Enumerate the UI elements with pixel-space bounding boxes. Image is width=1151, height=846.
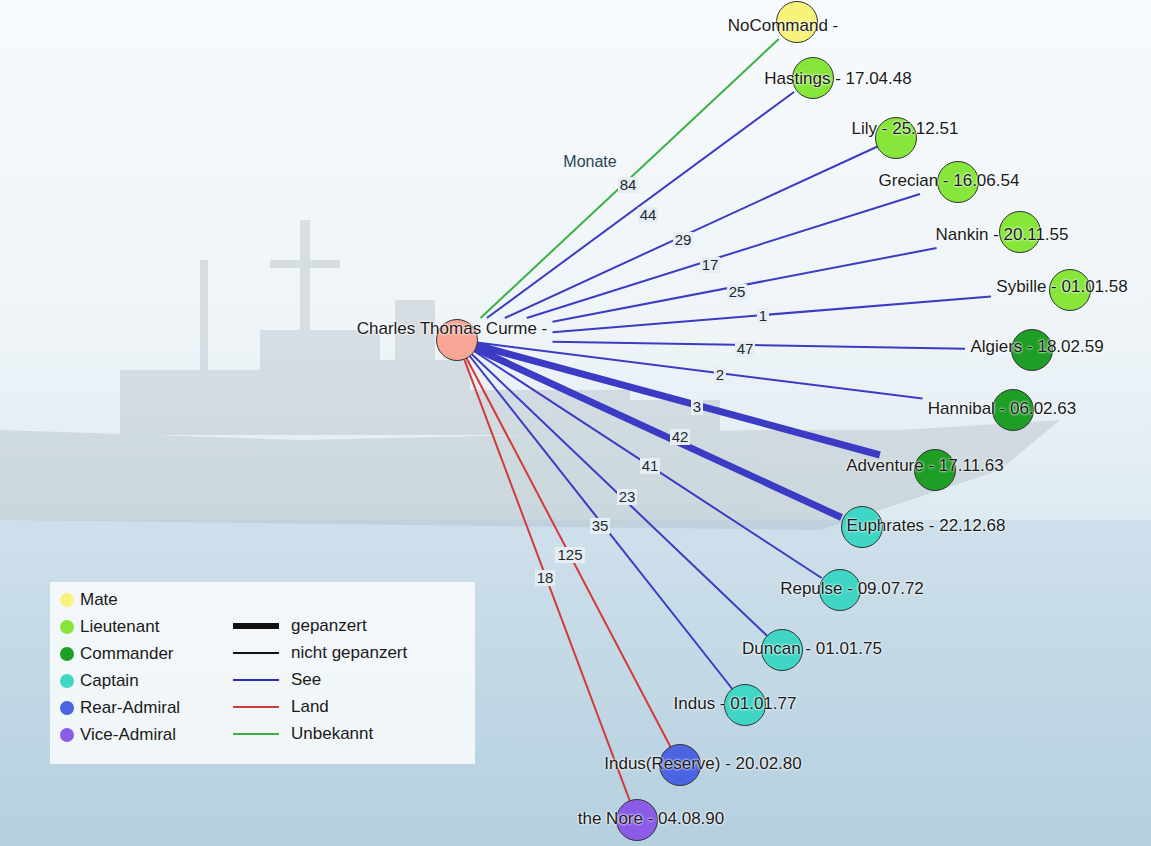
ship-node: Hannibal - 06.02.63 xyxy=(923,398,1082,422)
months-label: 1 xyxy=(757,308,769,324)
node-label: Repulse - 09.07.72 xyxy=(777,578,927,600)
service-connector xyxy=(461,342,841,518)
months-label: 3 xyxy=(691,399,703,415)
node-label: Hannibal - 06.02.63 xyxy=(925,398,1079,420)
months-label: 2 xyxy=(714,367,726,383)
node-label: Nankin - 20.11.55 xyxy=(933,224,1072,246)
months-label: 23 xyxy=(617,489,638,505)
service-connector xyxy=(527,194,920,318)
node-label: NoCommand - xyxy=(725,15,842,37)
service-connector xyxy=(505,142,887,318)
service-connector xyxy=(459,342,769,638)
legend-swatch xyxy=(60,674,74,688)
ship-node: Repulse - 09.07.72 xyxy=(775,578,929,602)
months-label: 47 xyxy=(735,341,756,357)
node-label: the Nore - 04.08.90 xyxy=(575,808,727,830)
person-node: Charles Thomas Curme - xyxy=(352,318,553,342)
legend-line-sample xyxy=(233,679,279,681)
legend-swatch xyxy=(60,593,74,607)
ship-node: Lily - 25.12.51 xyxy=(847,118,964,142)
legend-panel: MateLieutenantCommanderCaptainRear-Admir… xyxy=(50,582,475,764)
ship-node: NoCommand - xyxy=(723,15,844,39)
months-label: 125 xyxy=(555,547,584,563)
legend-text: nicht gepanzert xyxy=(291,643,407,663)
legend-text: Lieutenant xyxy=(80,617,159,637)
legend-line-sample xyxy=(233,652,279,654)
legend-swatch xyxy=(60,701,74,715)
months-label: 29 xyxy=(673,232,694,248)
service-connector xyxy=(481,39,779,318)
ship-node: the Nore - 04.08.90 xyxy=(573,808,730,832)
service-connector xyxy=(553,296,992,332)
node-label: Hastings - 17.04.48 xyxy=(761,68,914,90)
service-connector xyxy=(459,342,736,693)
service-connector xyxy=(458,342,674,753)
legend-text: Rear-Admiral xyxy=(80,698,180,718)
node-label: Lily - 25.12.51 xyxy=(849,118,962,140)
legend-text: Commander xyxy=(80,644,174,664)
legend-swatch xyxy=(60,620,74,634)
legend-line-sample xyxy=(233,733,279,735)
ship-node: Grecian - 16.06.54 xyxy=(874,170,1025,194)
service-connector xyxy=(473,342,923,399)
service-connector xyxy=(458,342,633,808)
service-connector xyxy=(460,342,822,578)
months-label: 35 xyxy=(590,518,611,534)
service-connector xyxy=(464,342,879,455)
ship-node: Sybille - 01.01.58 xyxy=(991,276,1133,300)
months-label: 84 xyxy=(618,177,639,193)
node-label: Euphrates - 22.12.68 xyxy=(844,515,1009,537)
months-label: 44 xyxy=(638,207,659,223)
months-label: 18 xyxy=(535,570,556,586)
node-label: Charles Thomas Curme - xyxy=(354,318,551,340)
ship-node: Nankin - 20.11.55 xyxy=(931,224,1074,248)
node-label: Duncan - 01.01.75 xyxy=(739,638,885,660)
legend-text: Vice-Admiral xyxy=(80,725,176,745)
ship-node: Duncan - 01.01.75 xyxy=(737,638,887,662)
ship-node: Hastings - 17.04.48 xyxy=(759,68,917,92)
legend-text: Captain xyxy=(80,671,139,691)
months-label: 17 xyxy=(700,257,721,273)
ship-node: Indus(Reserve) - 20.02.80 xyxy=(599,753,807,777)
node-label: Adventure - 17.11.63 xyxy=(843,455,1007,477)
months-label: 25 xyxy=(727,284,748,300)
months-label: 42 xyxy=(670,429,691,445)
ship-node: Adventure - 17.11.63 xyxy=(841,455,1009,479)
ship-node: Algiers - 18.02.59 xyxy=(965,336,1109,360)
ship-node: Indus - 01.01.77 xyxy=(669,693,802,717)
legend-text: Land xyxy=(291,697,329,717)
legend-text: Unbekannt xyxy=(291,724,373,744)
node-label: Indus - 01.01.77 xyxy=(671,693,800,715)
service-connector xyxy=(553,248,937,322)
legend-text: Mate xyxy=(80,590,118,610)
node-label: Sybille - 01.01.58 xyxy=(993,276,1130,298)
legend-text: gepanzert xyxy=(291,616,367,636)
legend-text: See xyxy=(291,670,321,690)
legend-swatch xyxy=(60,728,74,742)
node-label: Algiers - 18.02.59 xyxy=(967,336,1106,358)
axis-note: Monate xyxy=(563,153,616,171)
node-label: Grecian - 16.06.54 xyxy=(876,170,1023,192)
legend-line-sample xyxy=(233,706,279,708)
service-connector xyxy=(553,342,966,349)
node-label: Indus(Reserve) - 20.02.80 xyxy=(601,753,805,775)
legend-line-sample xyxy=(233,623,279,629)
ship-node: Euphrates - 22.12.68 xyxy=(842,515,1011,539)
legend-swatch xyxy=(60,647,74,661)
months-label: 41 xyxy=(640,458,661,474)
